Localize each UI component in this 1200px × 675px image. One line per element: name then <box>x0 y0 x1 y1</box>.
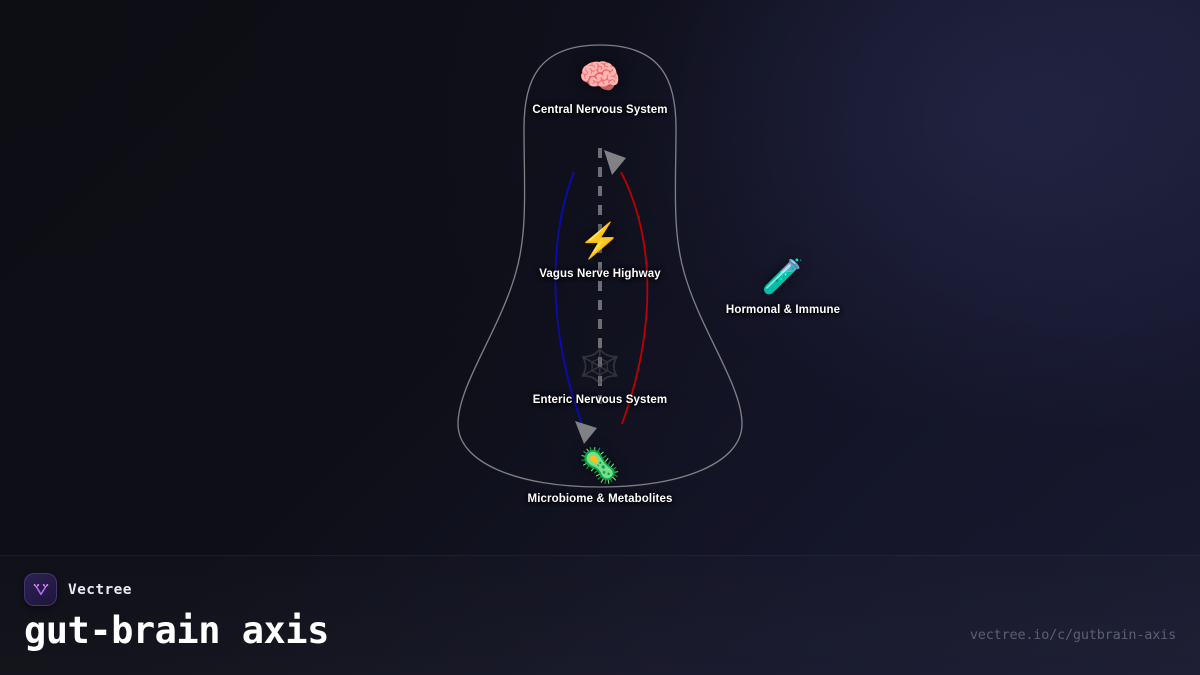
node-label-hormonal-immune: Hormonal & Immune <box>725 304 841 316</box>
spider-web-icon: 🕸️ <box>578 348 622 386</box>
gut-brain-axis-diagram <box>457 44 743 488</box>
test-tube-icon: 🧪 <box>761 258 805 296</box>
lightning-bolt-icon: ⚡ <box>578 222 622 260</box>
node-label-microbiome-metabolites: Microbiome & Metabolites <box>527 493 673 505</box>
page-title: gut-brain axis <box>24 609 329 652</box>
edge-descending-signal <box>554 171 583 425</box>
arrowhead-descending <box>575 421 597 444</box>
node-enteric-nervous-system[interactable]: 🕸️ Enteric Nervous System <box>480 350 720 406</box>
node-microbiome-metabolites[interactable]: 🦠 Microbiome & Metabolites <box>480 449 720 505</box>
edge-ascending-signal <box>620 171 649 425</box>
vectree-logo-glyph <box>33 583 48 595</box>
footer-bar: Vectree gut-brain axis vectree.io/c/gutb… <box>0 555 1200 675</box>
brand[interactable]: Vectree <box>24 573 132 606</box>
brain-icon: 🧠 <box>578 58 622 96</box>
node-hormonal-immune[interactable]: 🧪 Hormonal & Immune <box>663 260 903 316</box>
gut-body-silhouette <box>457 44 743 488</box>
brand-name: Vectree <box>68 581 132 598</box>
vectree-v-tree-logo <box>24 573 57 606</box>
microbe-icon: 🦠 <box>578 447 622 485</box>
arrowhead-ascending <box>604 150 626 175</box>
node-label-central-nervous-system: Central Nervous System <box>532 104 668 116</box>
node-label-vagus-nerve-highway: Vagus Nerve Highway <box>539 268 661 280</box>
node-vagus-nerve-highway[interactable]: ⚡ Vagus Nerve Highway <box>480 224 720 280</box>
footer-url: vectree.io/c/gutbrain-axis <box>969 627 1176 643</box>
node-label-enteric-nervous-system: Enteric Nervous System <box>532 394 668 406</box>
node-central-nervous-system[interactable]: 🧠 Central Nervous System <box>480 60 720 116</box>
